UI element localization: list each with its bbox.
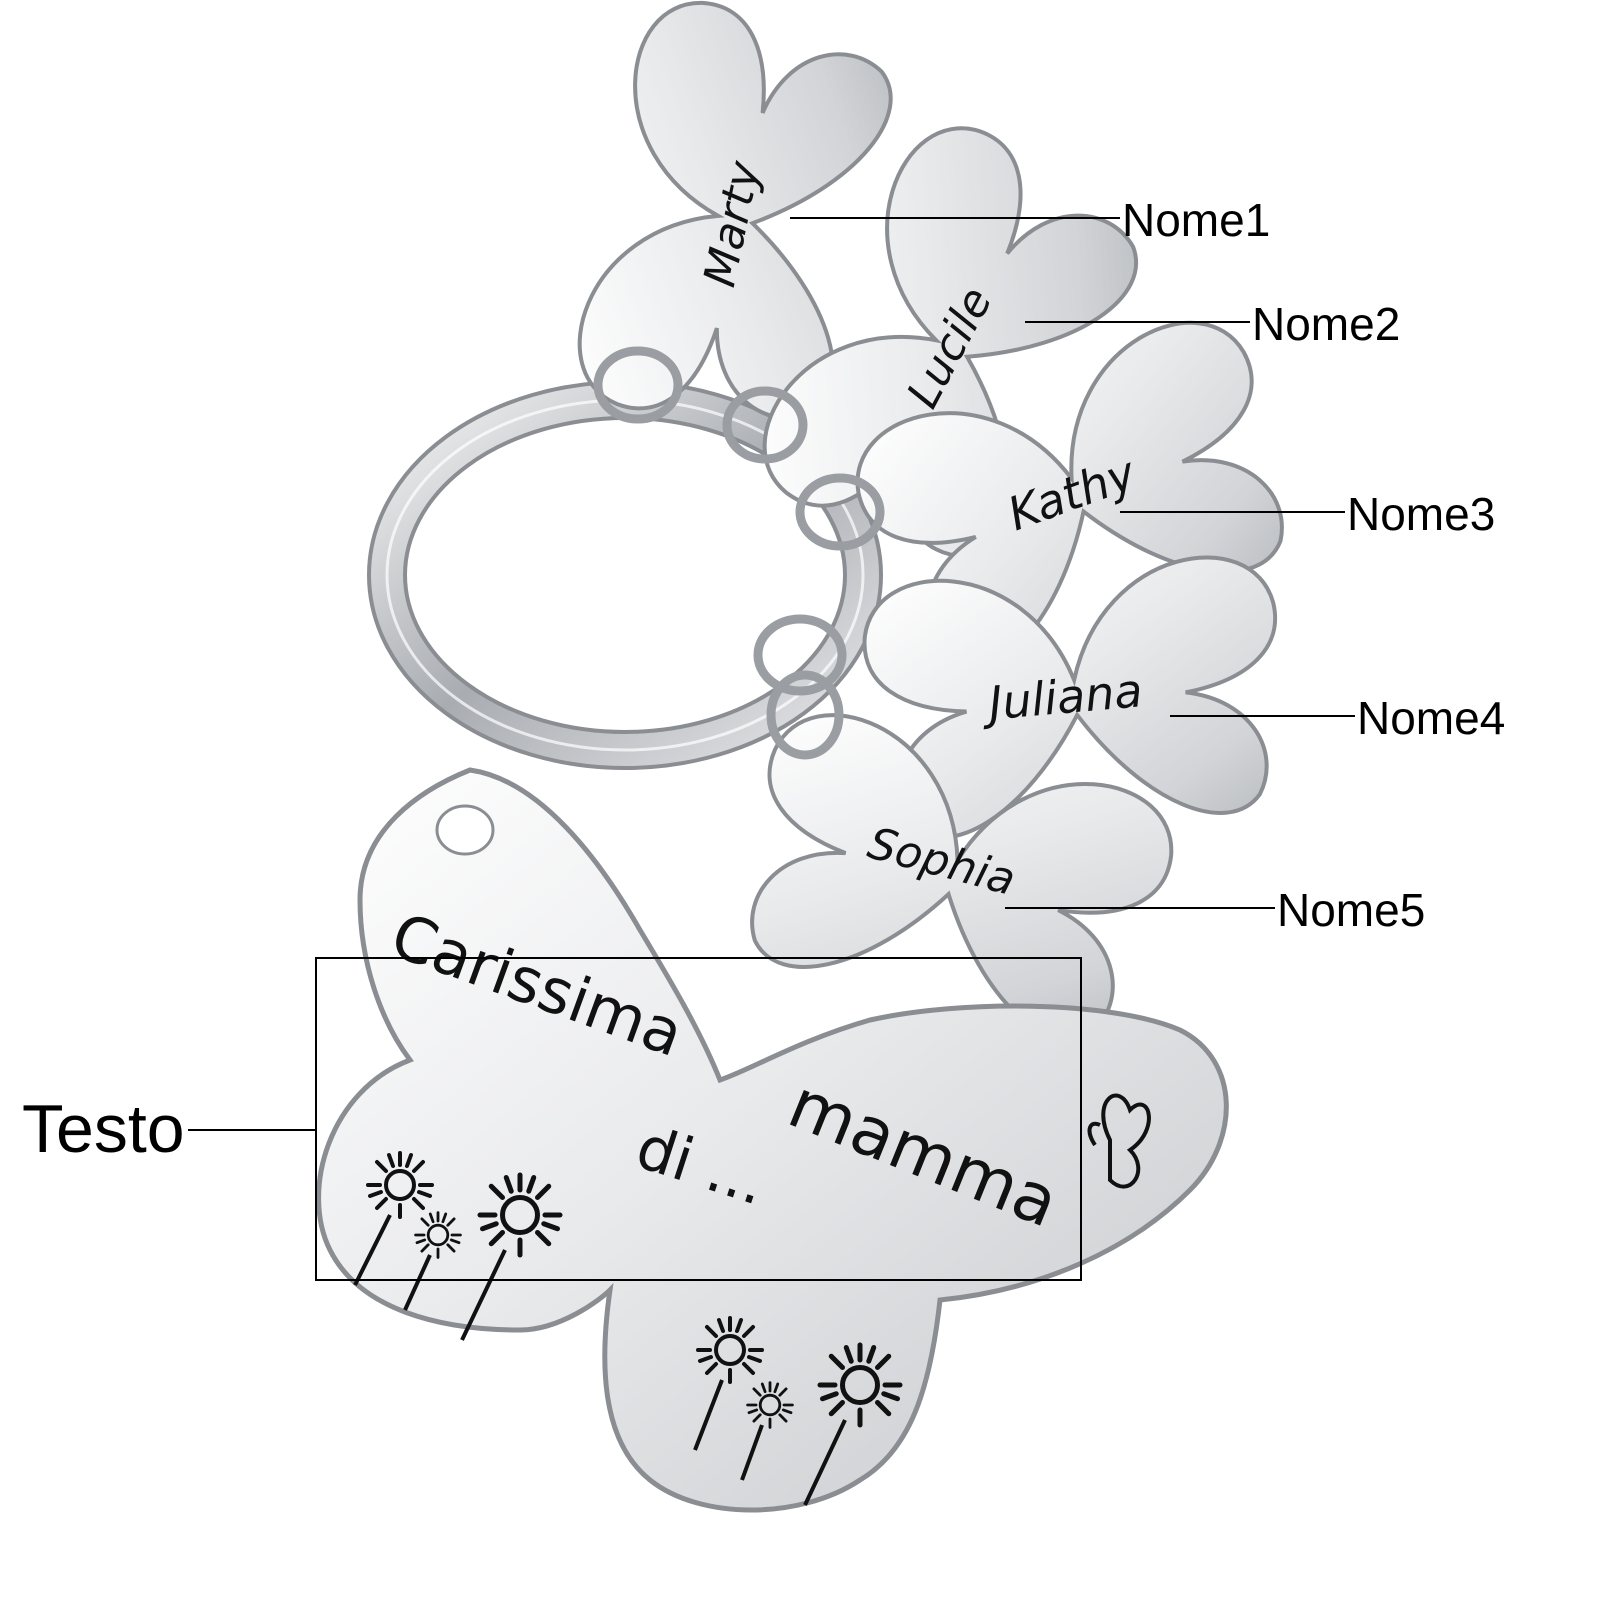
- callout-nome3: Nome3: [1347, 488, 1495, 540]
- butterfly-pendant-4: Juliana: [862, 555, 1277, 840]
- butterfly-pendant-1: Marty: [577, 0, 893, 420]
- butterfly-doodle-icon: [1087, 1093, 1151, 1189]
- callout-nome5: Nome5: [1277, 884, 1425, 936]
- flower-engraving-bottom: [693, 1316, 900, 1506]
- flower-engraving-left: [353, 1151, 560, 1341]
- main-butterfly-tag: Carissima mamma di ...: [316, 767, 1229, 1513]
- jump-ring-3: [795, 473, 885, 551]
- jump-ring-5: [766, 670, 844, 760]
- butterfly-pendant-2: Lucile: [762, 126, 1138, 558]
- callout-nome1: Nome1: [1122, 194, 1270, 246]
- jump-ring-4: [753, 614, 847, 696]
- butterfly-pendant-3: Kathy: [855, 320, 1284, 669]
- jump-ring-1: [593, 346, 683, 424]
- callout-testo: Testo: [22, 1091, 185, 1167]
- callout-nome4: Nome4: [1357, 692, 1505, 744]
- callout-lines: [188, 217, 1355, 1281]
- jump-ring-2: [722, 386, 808, 464]
- testo-highlight-box: [315, 957, 1082, 1281]
- tag-hole: [435, 804, 495, 856]
- callout-nome2: Nome2: [1252, 298, 1400, 350]
